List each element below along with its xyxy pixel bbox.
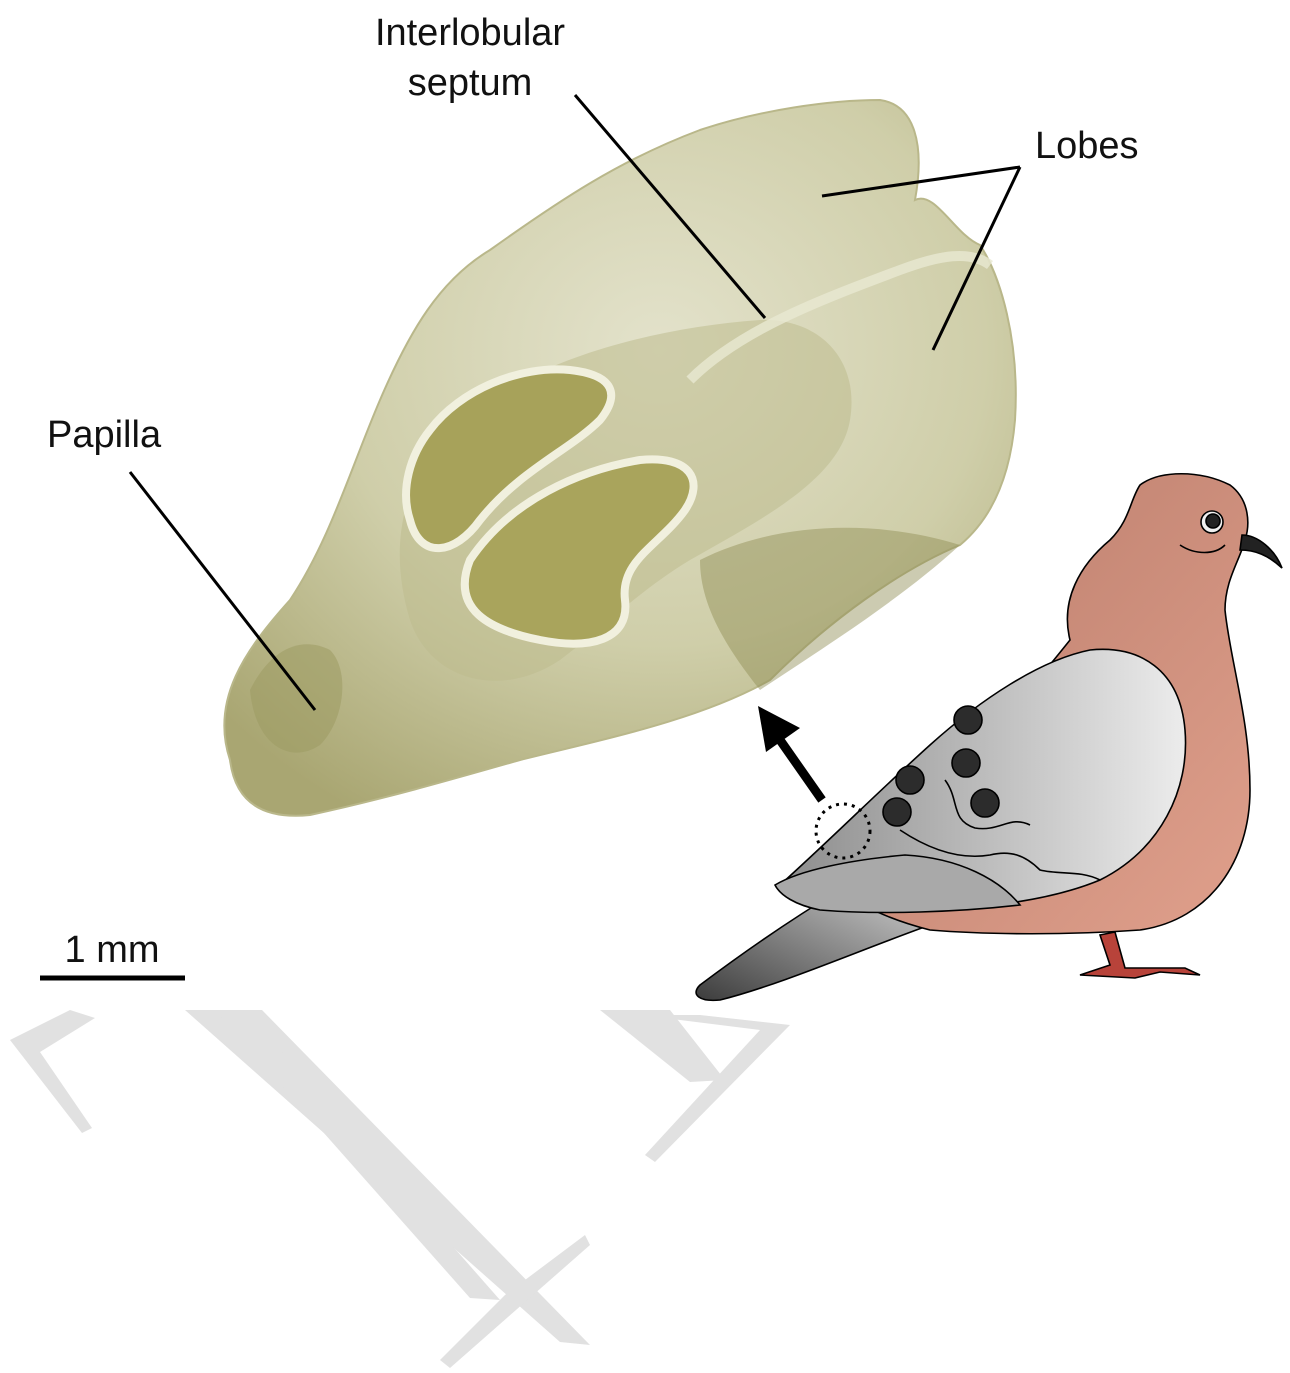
uropygial-gland: [224, 100, 1016, 816]
dove-pupil: [1206, 514, 1220, 528]
wing-spot: [971, 789, 999, 817]
label-interlobular: Interlobular: [375, 12, 565, 54]
scale-bar-label: 1 mm: [65, 929, 160, 971]
watermark-logo: [10, 1010, 790, 1368]
wing-spot: [883, 798, 911, 826]
label-septum: septum: [408, 62, 533, 104]
arrow-icon: [758, 706, 822, 800]
label-papilla: Papilla: [47, 414, 162, 456]
label-lobes: Lobes: [1035, 125, 1139, 167]
wing-spot: [952, 749, 980, 777]
wing-spot: [954, 706, 982, 734]
papilla-leader-line: [130, 472, 315, 710]
wing-spot: [896, 766, 924, 794]
dove-leg: [1080, 932, 1200, 978]
dove-beak: [1240, 535, 1282, 568]
